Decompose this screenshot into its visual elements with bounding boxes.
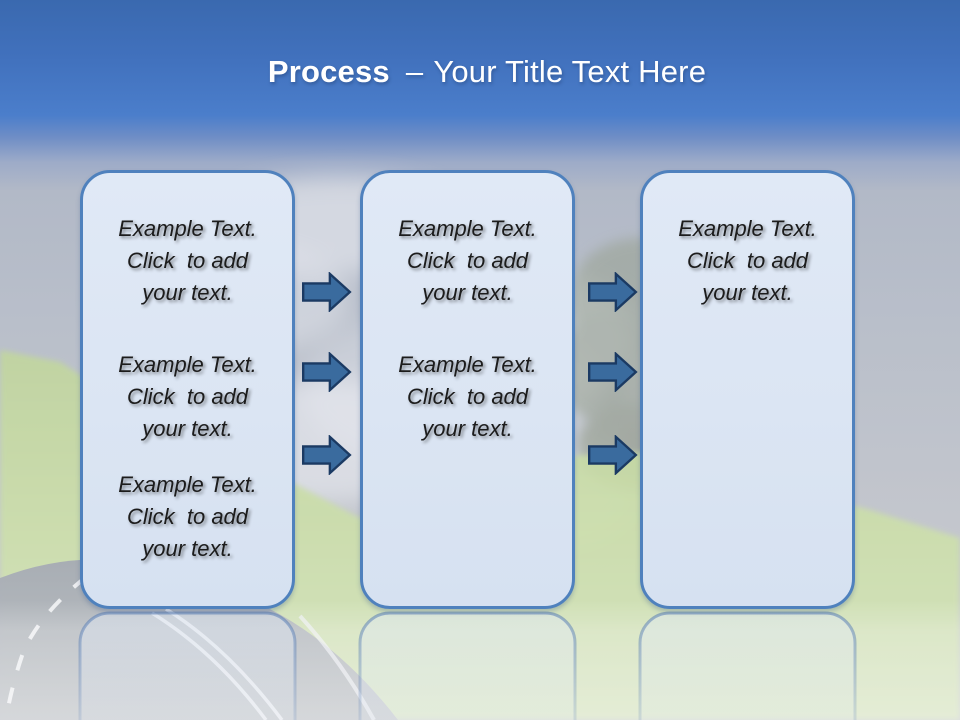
right-arrow-icon [302,435,352,475]
text-placeholder: Example Text. Click to add your text. [678,216,817,305]
text-placeholder: Example Text. Click to add your text. [118,472,257,561]
right-arrow-icon [588,352,638,392]
right-arrow-icon [302,352,352,392]
text-placeholder: Example Text. Click to add your text. [398,352,537,441]
process-box-1[interactable]: Example Text. Click to add your text. Ex… [80,170,295,609]
text-placeholder: Example Text. Click to add your text. [118,216,257,305]
box-reflections [78,611,857,720]
process-box-2[interactable]: Example Text. Click to add your text. Ex… [360,170,575,609]
text-placeholder: Example Text. Click to add your text. [118,352,257,441]
text-placeholder: Example Text. Click to add your text. [398,216,537,305]
title-text: Your Title Text Here [433,54,707,89]
right-arrow-icon [588,272,638,312]
right-arrow-icon [302,272,352,312]
slide-title: Process–Your Title Text Here [0,50,960,98]
title-keyword: Process [267,54,390,89]
title-separator: – [405,54,424,89]
process-box-3[interactable]: Example Text. Click to add your text. [640,170,855,609]
right-arrow-icon [588,435,638,475]
